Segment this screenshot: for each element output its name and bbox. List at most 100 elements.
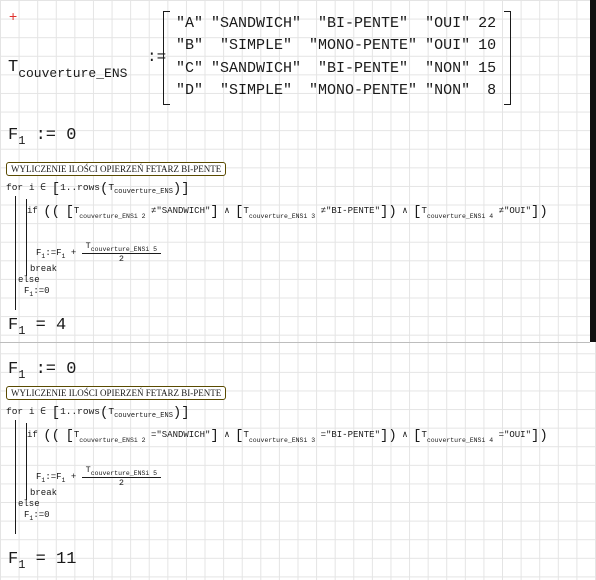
string: "SANDWICH" <box>156 206 211 216</box>
element-of: ∈ <box>40 406 46 417</box>
var-subscript: couverture_ENS <box>114 188 173 196</box>
f1-update: F1:=F1 + Tcouverture_ENSi 5 2 <box>36 241 162 264</box>
var-subscript: 1 <box>18 134 26 148</box>
range: 1..rows <box>60 182 100 193</box>
f1-result-1[interactable]: F1 = 4 <box>8 316 66 338</box>
matrix-cell: "OUI" <box>425 14 471 32</box>
var-main: T <box>8 58 19 77</box>
var-main: T <box>243 430 249 440</box>
var-main: F <box>56 471 62 482</box>
operator: ≠ <box>150 206 157 216</box>
for-line: for i ∈ [1..rows(Tcouverture_ENS)] <box>6 181 190 197</box>
matrix-row: "B" "SIMPLE" "MONO-PENTE" "OUI" 10 <box>172 35 498 58</box>
matrix-cell: "SIMPLE" <box>220 37 293 55</box>
program-block-1[interactable]: WYLICZENIE ILOŚCI OPIERZEŃ FETARZ BI-PEN… <box>6 162 596 332</box>
loop-variable: i <box>28 406 35 417</box>
matrix-left-bracket <box>163 11 170 105</box>
var-subscript: 1 <box>18 558 26 572</box>
index: i 5 <box>145 470 158 477</box>
var-main: T <box>243 206 249 216</box>
cond-2: [Tcouverture_ENSi 3 ="BI-PENTE"]) <box>235 428 397 444</box>
if-keyword: if <box>27 206 38 216</box>
value: 0 <box>66 126 77 145</box>
if-condition: if (( [Tcouverture_ENSi 2 ≠"SANDWICH"] ∧… <box>27 204 548 220</box>
index: i 3 <box>303 437 316 444</box>
matrix-cell: 8 <box>487 82 497 100</box>
operator: = <box>150 430 157 440</box>
f1-result-2[interactable]: F1 = 11 <box>8 550 76 572</box>
definition-operator: := <box>35 360 57 379</box>
var-main: T <box>85 465 91 475</box>
var-subscript: couverture_ENS <box>248 213 304 220</box>
f1-init-1[interactable]: F1 := 0 <box>8 126 76 148</box>
for-body-bar <box>15 420 16 534</box>
f1-init-2[interactable]: F1 := 0 <box>8 360 76 382</box>
range: 1..rows <box>60 406 100 417</box>
plus-operator: + <box>70 471 77 482</box>
var-main: F <box>8 316 19 335</box>
var-subscript: couverture_ENS <box>18 66 128 81</box>
fraction: Tcouverture_ENSi 5 2 <box>81 465 162 488</box>
matrix-right-bracket <box>504 11 511 105</box>
fraction: Tcouverture_ENSi 5 2 <box>81 241 162 264</box>
if-body-bar <box>26 199 27 276</box>
var-main: F <box>24 510 30 520</box>
value: 0 <box>44 510 50 520</box>
var-subscript: 1 <box>41 476 46 484</box>
comment-label[interactable]: WYLICZENIE ILOŚCI OPIERZEŃ FETARZ BI-PEN… <box>6 386 227 400</box>
for-keyword: for <box>6 406 24 417</box>
matrix-cell: "B" <box>176 37 204 55</box>
value: 0 <box>66 360 77 379</box>
local-assign: := <box>33 286 45 296</box>
var-main: T <box>421 206 427 216</box>
var-subscript: couverture_ENS <box>114 412 173 420</box>
result-value: 11 <box>56 550 77 569</box>
matrix-cell: 15 <box>478 59 497 77</box>
comment-label[interactable]: WYLICZENIE ILOŚCI OPIERZEŃ FETARZ BI-PEN… <box>6 162 227 176</box>
scrollbar[interactable] <box>590 0 596 342</box>
var-main: T <box>73 430 80 440</box>
matrix-row: "C" "SANDWICH" "BI-PENTE" "NON" 15 <box>172 57 498 80</box>
page-separator <box>0 342 590 343</box>
cond-3: [Tcouverture_ENSi 4 ≠"OUI"]) <box>413 204 548 220</box>
numerator: Tcouverture_ENSi 5 <box>81 465 162 478</box>
string: "BI-PENTE" <box>325 206 380 216</box>
matrix-row: "D" "SIMPLE" "MONO-PENTE" "NON" 8 <box>172 80 498 103</box>
evaluation-operator: = <box>35 550 46 569</box>
matrix-variable-name[interactable]: Tcouverture_ENS <box>8 58 127 81</box>
matrix-cell: "BI-PENTE" <box>318 14 409 32</box>
else-keyword: else <box>18 275 40 285</box>
numerator: Tcouverture_ENSi 5 <box>81 241 162 254</box>
var-main: F <box>36 247 42 258</box>
var-subscript: 1 <box>41 252 46 260</box>
index: i 2 <box>133 437 146 444</box>
operator: ≠ <box>498 206 504 216</box>
var-main: F <box>8 550 19 569</box>
for-body-bar <box>15 196 16 310</box>
matrix-cell: 22 <box>478 14 497 32</box>
plus-operator: + <box>70 247 77 258</box>
else-assign: F1:=0 <box>24 510 50 522</box>
matrix-region[interactable]: "A" "SANDWICH" "BI-PENTE" "OUI" 22 "B" "… <box>163 11 511 105</box>
local-assign: := <box>45 471 57 482</box>
var-subscript: 1 <box>29 515 34 522</box>
var-main: F <box>36 471 42 482</box>
definition-operator: := <box>35 126 57 145</box>
var-subscript: 1 <box>61 476 66 484</box>
if-keyword: if <box>27 430 38 440</box>
var-subscript: couverture_ENS <box>248 437 304 444</box>
element-of: ∈ <box>40 182 46 193</box>
var-main: T <box>421 430 427 440</box>
var-subscript: 1 <box>18 324 26 338</box>
if-condition: if (( [Tcouverture_ENSi 2 ="SANDWICH"] ∧… <box>27 428 548 444</box>
insertion-marker: + <box>9 8 18 24</box>
string: "SANDWICH" <box>156 430 211 440</box>
if-body-bar <box>26 423 27 500</box>
matrix-cell: "NON" <box>425 82 471 100</box>
matrix-table: "A" "SANDWICH" "BI-PENTE" "OUI" 22 "B" "… <box>172 12 498 102</box>
var-subscript: couverture_ENS <box>79 437 134 444</box>
var-main: F <box>56 247 62 258</box>
var-main: F <box>8 126 19 145</box>
matrix-cell: "NON" <box>425 59 471 77</box>
program-block-2[interactable]: WYLICZENIE ILOŚCI OPIERZEŃ FETARZ BI-PEN… <box>6 386 596 556</box>
